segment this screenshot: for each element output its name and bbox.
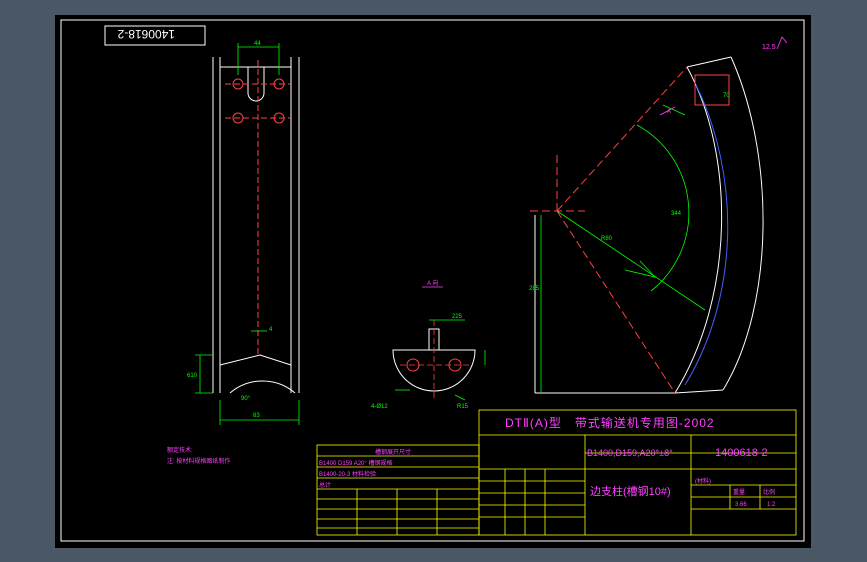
table-row3: 总计: [319, 481, 331, 489]
a-view-dimensions: [395, 319, 486, 401]
title-main: DTⅡ(A)型 带式输送机专用图-2002: [505, 415, 715, 430]
radius-lines: [530, 66, 688, 394]
tb-weight-label: 重量: [733, 488, 745, 496]
notes-line: 注: 按材料规格图纸制作: [167, 457, 230, 465]
dim-bottom-width: 83: [253, 413, 260, 419]
dim-arc-radius: R80: [601, 236, 613, 242]
tb-scale: 1:2: [767, 502, 776, 508]
curved-support: [534, 56, 764, 394]
channel-front-view: [212, 57, 300, 394]
drawing-no: 1400618-2: [715, 447, 768, 459]
curved-dimensions: [540, 104, 706, 393]
dim-small-offset: 4: [269, 327, 273, 333]
dim-arc-length: 344: [671, 211, 682, 217]
spec-table: [316, 444, 480, 536]
surface-symbol: 12.5: [762, 44, 776, 51]
dim-top-right: 70: [723, 93, 730, 99]
dim-fillet: 225: [452, 314, 463, 320]
dim-hole-dia: 4-Ø12: [371, 404, 388, 410]
title-block: [478, 409, 797, 536]
part-name: 边支柱(槽钢10#): [590, 484, 671, 498]
arrow-a: A: [667, 109, 671, 115]
center-line: [225, 60, 290, 355]
cad-viewport[interactable]: 1400618-2 44 610 83 90°: [55, 15, 811, 548]
spec-line: B1400,D159,A20°±8°: [587, 448, 673, 458]
dim-arc-chord: 285: [529, 286, 540, 292]
dim-left-height: 610: [187, 373, 198, 379]
left-dimensions: [195, 43, 300, 425]
view-label: A 向: [427, 279, 438, 287]
dim-r15: R15: [457, 404, 469, 410]
dim-top-width: 44: [254, 41, 261, 47]
table-row2: B1400-20-3 材料检验: [319, 470, 376, 478]
tb-weight: 3.66: [735, 502, 747, 508]
dim-angle-bottom: 90°: [241, 396, 251, 402]
outer-frame: [60, 19, 805, 542]
table-title: 槽钢展开尺寸: [375, 448, 411, 456]
stamp-box: [104, 25, 206, 46]
number-stamp: 1400618-2: [117, 27, 175, 41]
table-row1: B1400 D159 A20° 槽钢规格: [319, 459, 392, 467]
cad-drawing: 1400618-2 44 610 83 90°: [60, 19, 805, 542]
inner-blue-edge: [684, 84, 729, 386]
tb-code: (材料): [695, 477, 711, 485]
tb-scale-label: 比例: [763, 488, 775, 496]
notes-title: 额定技术:: [167, 446, 193, 454]
